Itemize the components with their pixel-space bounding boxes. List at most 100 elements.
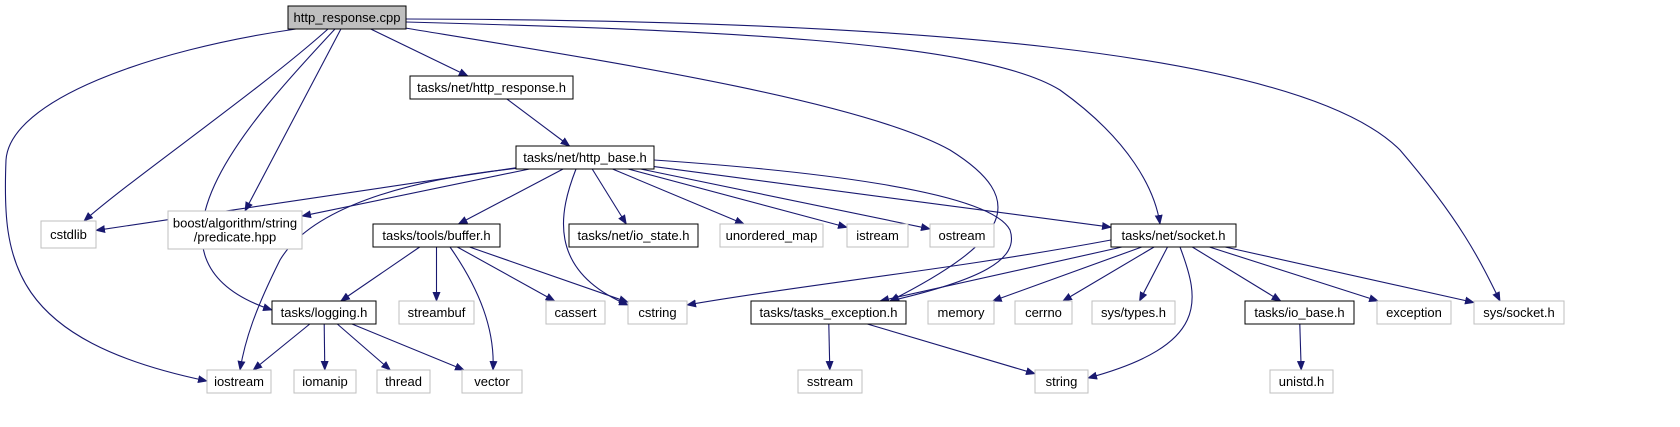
node-logging-h[interactable]: tasks/logging.h [271,300,377,325]
node-label: cstdlib [50,227,87,242]
node-label: unordered_map [726,228,818,243]
edge-http_base_h-to-io_state_h [591,168,627,225]
node-box [1014,300,1073,325]
edge-http_response_cpp-to-predicate_hpp [244,28,342,212]
node-http-response-cpp: http_response.cpp [287,5,407,30]
node-label: ostream [939,228,986,243]
edge-buffer_h-to-vector [449,246,498,371]
node-box [409,75,574,100]
node-label: cstring [638,305,676,320]
node-box [627,300,688,325]
node-http-response-h[interactable]: tasks/net/http_response.h [409,75,574,100]
node-cstring: cstring [627,300,688,325]
edge-http_response_cpp-to-socket_h [405,21,1163,225]
node-socket-h[interactable]: tasks/net/socket.h [1110,223,1237,248]
node-label: tasks/net/http_base.h [523,150,647,165]
edge-http_response_cpp-to-tasks_exception_h [404,27,999,302]
edge-http_base_h-to-istream [627,168,848,229]
edge-logging_h-to-iostream [252,323,311,371]
node-label: tasks/logging.h [281,305,368,320]
node-label: tasks/io_base.h [1254,305,1344,320]
node-box [398,300,475,325]
edge-io_base_h-to-unistd_h [1296,323,1305,371]
node-box [206,369,272,394]
node-label: http_response.cpp [294,10,401,25]
node-unordered-map: unordered_map [719,223,824,248]
node-box [1091,300,1176,325]
node-label: istream [856,228,899,243]
node-box [568,223,699,248]
node-box [929,223,995,248]
node-predicate-hpp: boost/algorithm/string/predicate.hpp [167,210,303,250]
edge-logging_h-to-thread [336,323,392,371]
node-label: tasks/net/http_response.h [417,80,566,95]
node-exception: exception [1376,300,1452,325]
node-ostream: ostream [929,223,995,248]
edge-socket_h-to-cerrno [1062,246,1155,302]
edge-http_response_cpp-to-sys_socket_h [405,18,1501,302]
node-box [545,300,606,325]
edge-socket_h-to-memory [991,246,1142,302]
edge-socket_h-to-io_base_h [1192,246,1282,302]
node-label: tasks/tasks_exception.h [759,305,897,320]
node-buffer-h[interactable]: tasks/tools/buffer.h [372,223,501,248]
node-box [1269,369,1334,394]
node-io-state-h[interactable]: tasks/net/io_state.h [568,223,699,248]
node-box [515,145,655,170]
node-box [750,300,907,325]
node-box [167,210,303,250]
node-label: sys/types.h [1101,305,1166,320]
edge-logging_h-to-iomanip [320,323,329,371]
node-cerrno: cerrno [1014,300,1073,325]
edges-layer [4,18,1501,384]
node-box [927,300,995,325]
node-box [797,369,863,394]
edge-socket_h-to-sys_socket_h [1224,246,1475,305]
node-label: exception [1386,305,1442,320]
node-label: /predicate.hpp [194,230,276,245]
node-box [846,223,909,248]
edge-socket_h-to-exception [1209,246,1380,303]
node-streambuf: streambuf [398,300,475,325]
node-iomanip: iomanip [293,369,357,394]
node-io-base-h[interactable]: tasks/io_base.h [1244,300,1355,325]
edge-http_base_h-to-buffer_h [457,168,564,225]
node-cstdlib: cstdlib [40,220,97,249]
node-tasks-exception-h[interactable]: tasks/tasks_exception.h [750,300,907,325]
node-box [376,369,431,394]
edge-http_response_cpp-to-logging_h [201,28,336,311]
node-box [461,369,523,394]
node-label: tasks/tools/buffer.h [382,228,490,243]
nodes-layer: http_response.cpp tasks/net/http_response… [40,5,1565,394]
edge-buffer_h-to-logging_h [339,246,421,302]
node-label: vector [474,374,510,389]
node-istream: istream [846,223,909,248]
node-cassert: cassert [545,300,606,325]
edge-http_response_cpp-to-http_response_h [370,28,469,77]
node-string: string [1034,369,1089,394]
node-label: tasks/net/io_state.h [577,228,689,243]
edge-http_base_h-to-predicate_hpp [301,168,530,219]
node-label: sstream [807,374,853,389]
node-label: sys/socket.h [1483,305,1555,320]
edge-http_base_h-to-tasks_exception_h [653,159,1012,303]
edge-http_base_h-to-iostream [237,167,521,371]
edge-http_response_h-to-http_base_h [506,98,571,147]
node-box [1473,300,1565,325]
node-vector: vector [461,369,523,394]
edge-buffer_h-to-cassert [457,246,556,302]
node-label: iostream [214,374,264,389]
node-box [40,220,97,249]
node-label: streambuf [408,305,466,320]
node-label: iomanip [302,374,348,389]
node-label: boost/algorithm/string [173,216,297,231]
node-label: cerrno [1025,305,1062,320]
node-http-base-h[interactable]: tasks/net/http_base.h [515,145,655,170]
edge-http_base_h-to-ostream [640,168,931,231]
node-unistd-h: unistd.h [1269,369,1334,394]
node-box [1376,300,1452,325]
edge-http_response_cpp-to-iostream [4,28,297,384]
edge-tasks_exception_h-to-sstream [825,323,834,371]
edge-logging_h-to-vector [351,323,465,371]
